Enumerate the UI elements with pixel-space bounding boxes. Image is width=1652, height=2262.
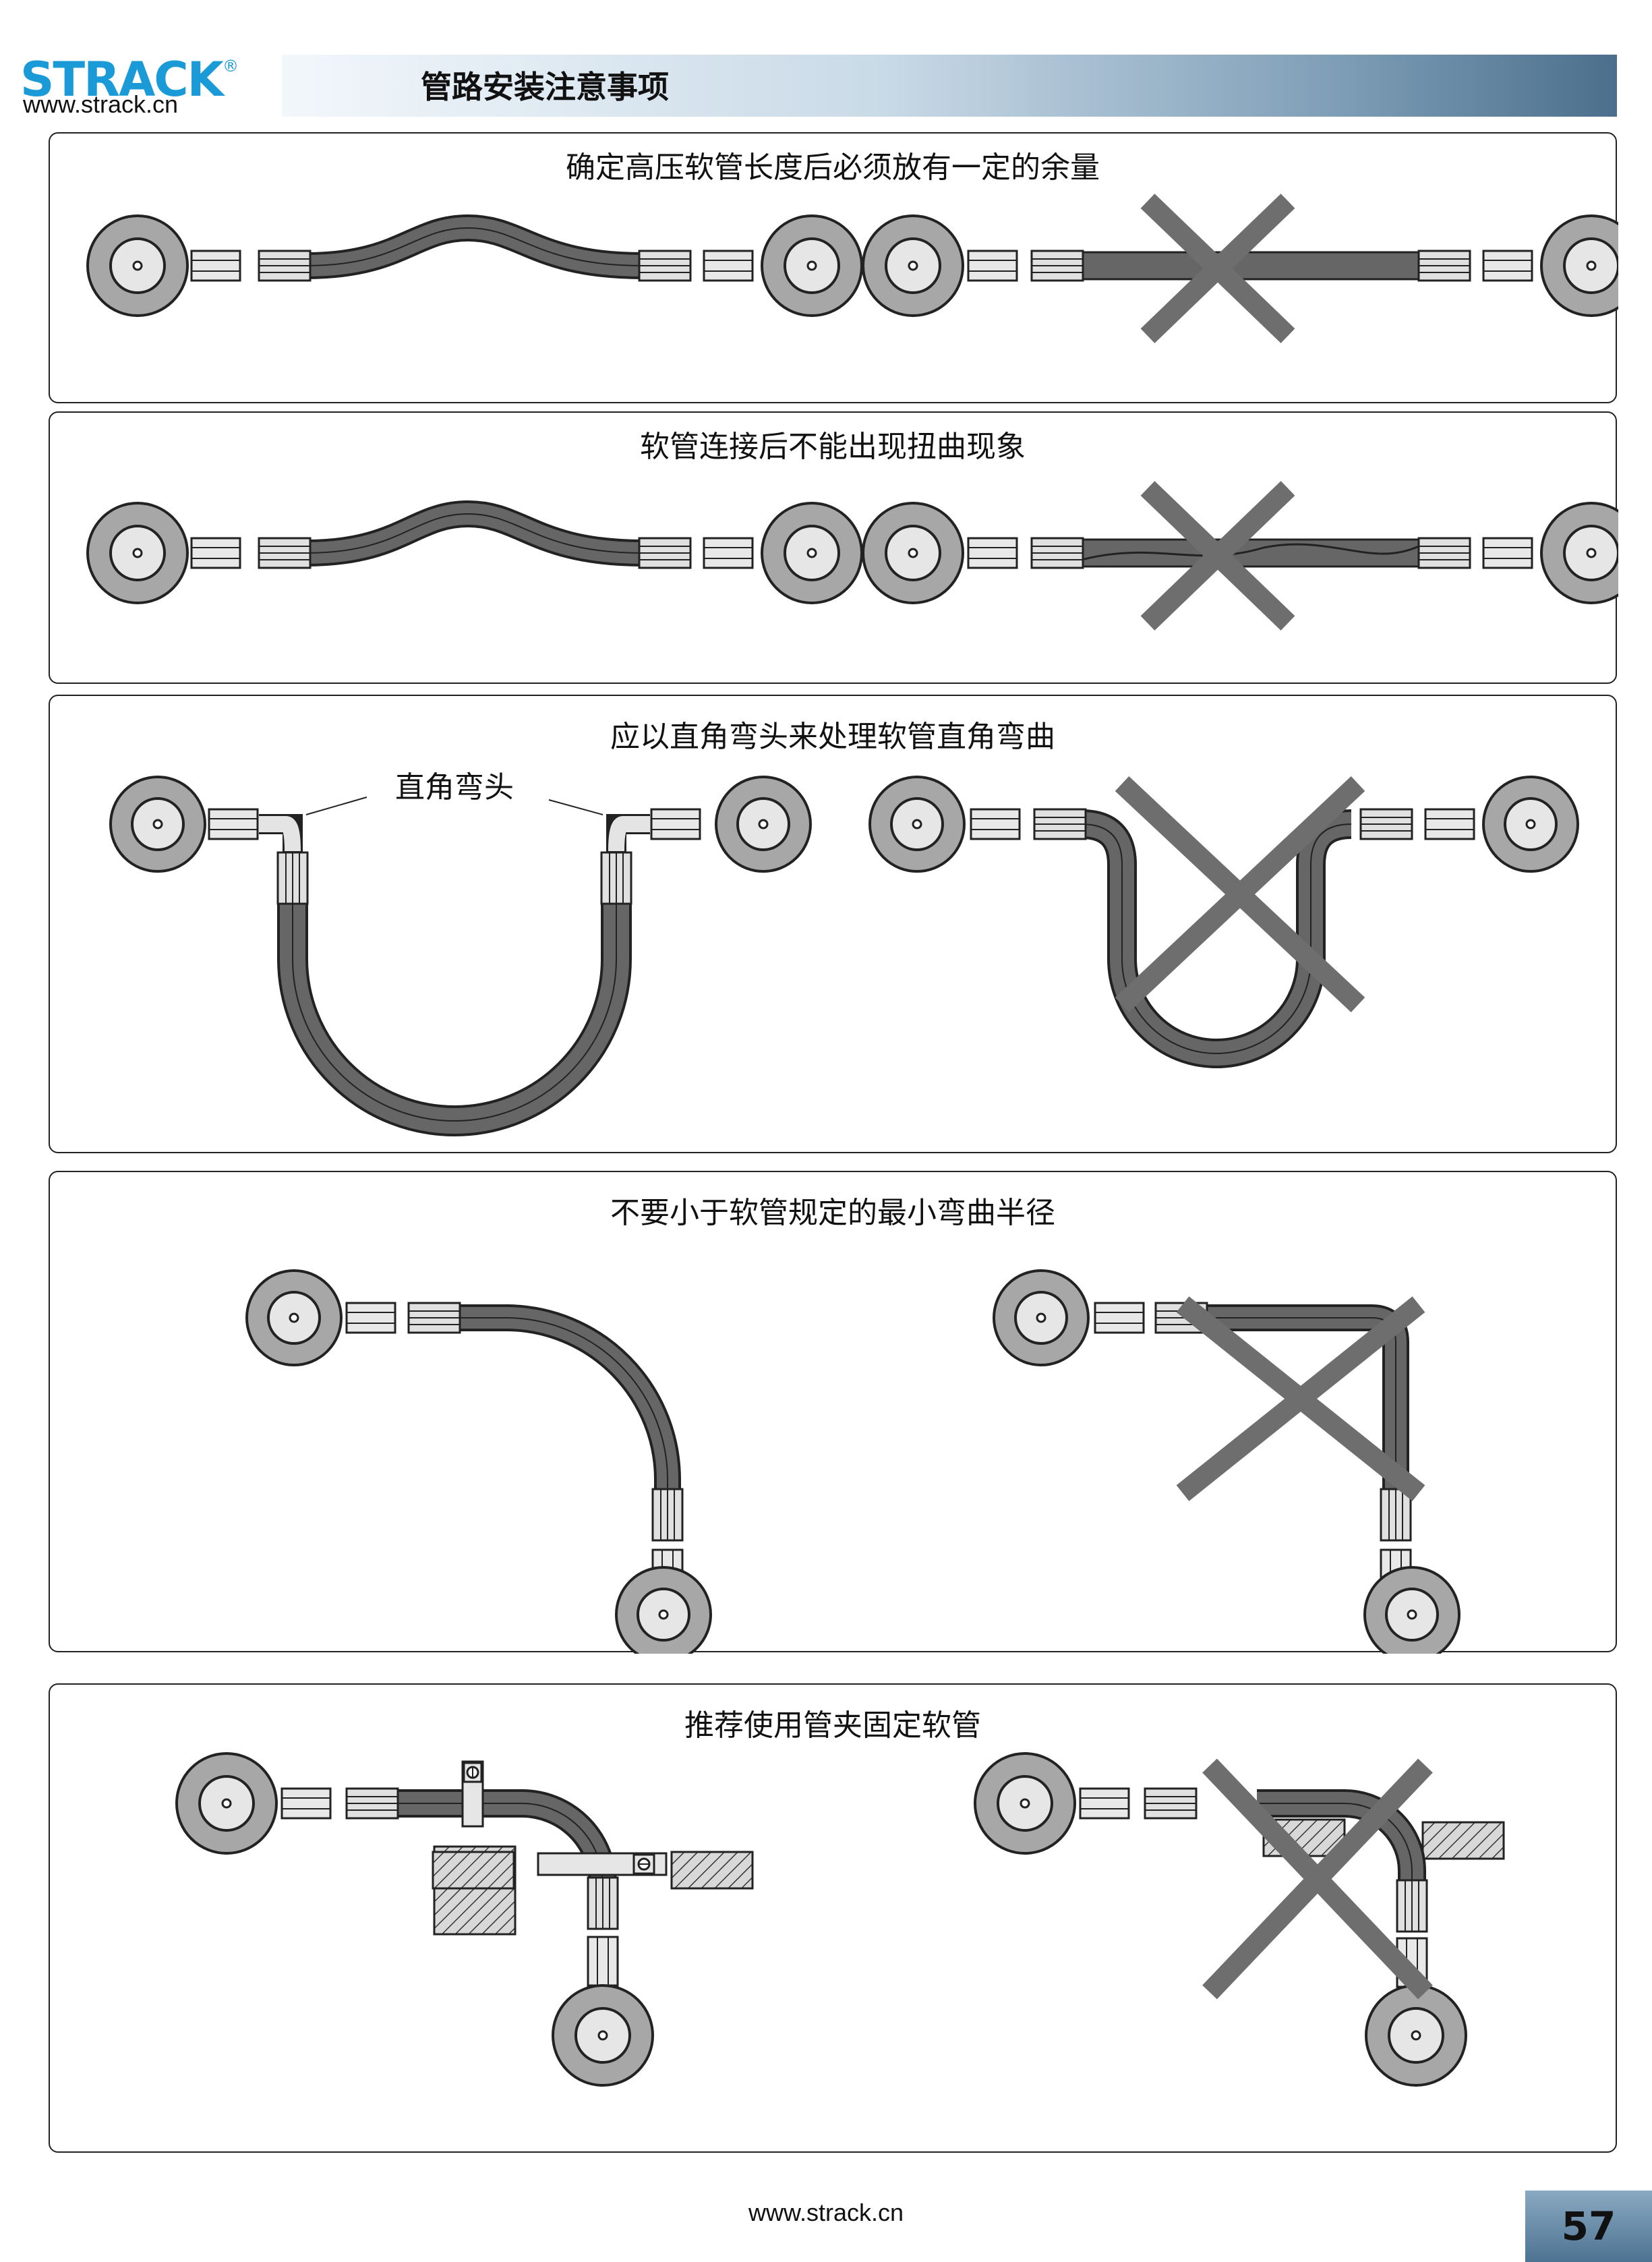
hose-slack-diagram — [86, 194, 1618, 343]
panel-elbow: 应以直角弯头来处理软管直角弯曲 直角弯头 — [49, 695, 1617, 1153]
wrong-example — [974, 1752, 1505, 2087]
footer-website: www.strack.cn — [748, 2199, 904, 2226]
wrong-example — [862, 194, 1618, 343]
panel-hose-twist: 软管连接后不能出现扭曲现象 — [49, 411, 1618, 684]
hose-clamp — [461, 1760, 484, 1828]
header-website: www.strack.cn — [23, 90, 179, 118]
elbow-diagram: 直角弯头 — [109, 770, 1579, 1136]
panel-caption: 确定高压软管长度后必须放有一定的余量 — [566, 150, 1100, 185]
wrong-cross-icon — [1140, 481, 1295, 631]
brand-name: STRACK — [20, 52, 224, 107]
wrong-example — [993, 1269, 1461, 1654]
panel-caption: 不要小于软管规定的最小弯曲半径 — [610, 1196, 1055, 1230]
mount-block-left — [432, 1851, 515, 1890]
correct-example — [86, 214, 863, 317]
correct-example — [86, 500, 863, 604]
correct-example: 直角弯头 — [109, 770, 812, 1136]
wrong-cross-icon — [1140, 194, 1295, 343]
panel-caption: 软管连接后不能出现扭曲现象 — [640, 430, 1026, 464]
wrong-cross-icon — [1176, 1296, 1425, 1501]
panel-min-bend-radius: 不要小于软管规定的最小弯曲半径 — [49, 1171, 1617, 1654]
wrong-example — [862, 481, 1618, 631]
panel-caption: 推荐使用管夹固定软管 — [684, 1708, 981, 1743]
mount-block-right — [670, 1851, 754, 1890]
mount-block-right — [1421, 1821, 1505, 1860]
wrong-cross-icon — [1115, 776, 1365, 1012]
elbow-label: 直角弯头 — [395, 770, 514, 805]
hose-clamp-diagram — [175, 1752, 1505, 2087]
strack-logo: STRACK ® — [20, 53, 243, 120]
wrong-example — [868, 776, 1579, 1068]
page-number-box: 57 — [1525, 2191, 1652, 2262]
correct-example — [245, 1269, 712, 1654]
correct-example — [175, 1752, 754, 2087]
panel-hose-clamp: 推荐使用管夹固定软管 — [49, 1683, 1617, 2153]
registered-mark: ® — [223, 57, 239, 76]
panel-hose-slack: 确定高压软管长度后必须放有一定的余量 — [49, 132, 1618, 403]
panel-caption: 应以直角弯头来处理软管直角弯曲 — [610, 720, 1055, 754]
min-bend-radius-diagram — [245, 1269, 1461, 1654]
hose-twist-diagram — [86, 481, 1618, 631]
page-title: 管路安装注意事项 — [421, 69, 669, 105]
header-bar: 管路安装注意事项 — [282, 55, 1617, 117]
page-number: 57 — [1561, 2203, 1616, 2249]
hose-clamp — [537, 1852, 668, 1876]
wrong-cross-icon — [1202, 1758, 1433, 2000]
